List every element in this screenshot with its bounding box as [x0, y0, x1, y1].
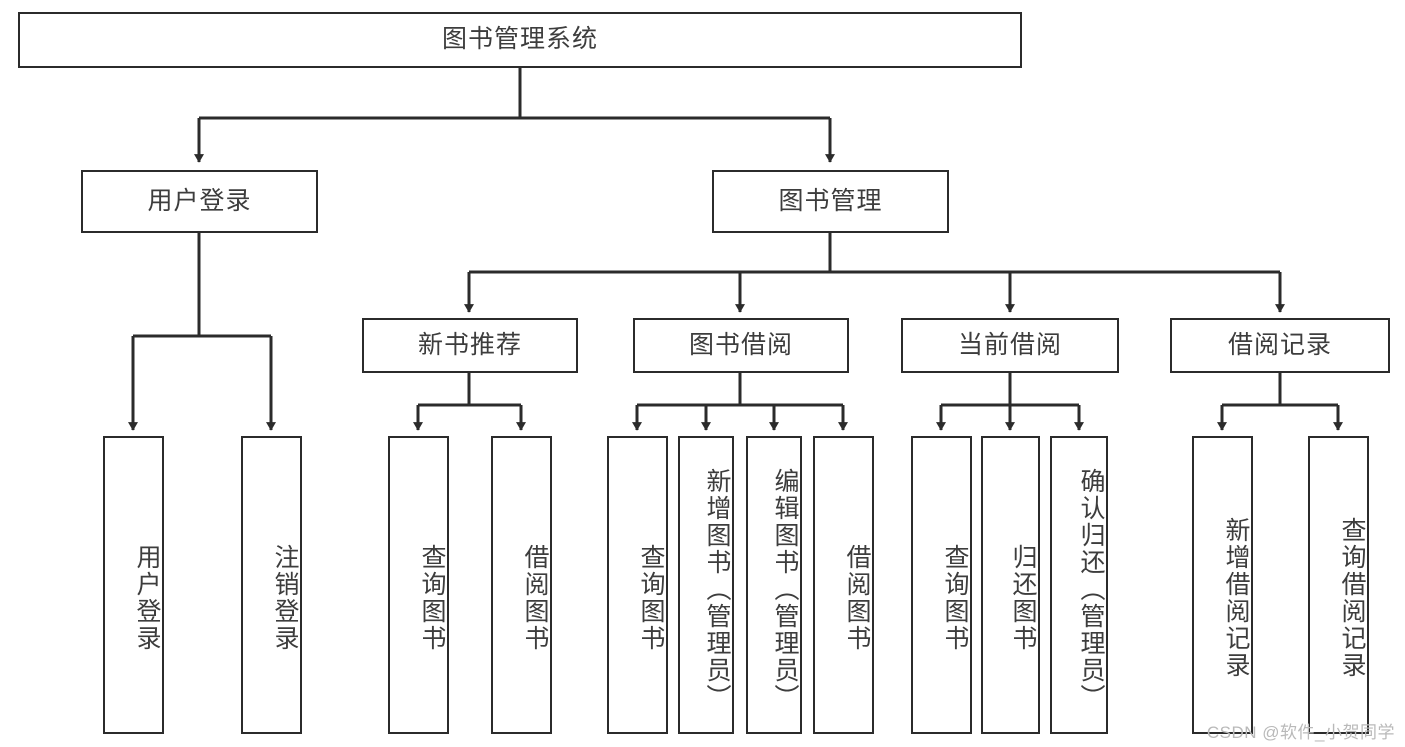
leaf-query-book-recommend[interactable]: 查询图书: [388, 436, 449, 734]
node-user-login[interactable]: 用户登录: [81, 170, 318, 233]
leaf-add-book-admin[interactable]: 新增图书（管理员）: [678, 436, 734, 734]
node-label: 新增借阅记录: [1222, 517, 1250, 679]
node-new-book-recommend[interactable]: 新书推荐: [362, 318, 578, 373]
node-label: 查询图书: [637, 544, 665, 652]
node-label: 借阅图书: [521, 544, 549, 652]
node-label: 注销登录: [271, 544, 299, 652]
leaf-return-book[interactable]: 归还图书: [981, 436, 1040, 734]
leaf-user-login[interactable]: 用户登录: [103, 436, 164, 734]
leaf-borrow-book-recommend[interactable]: 借阅图书: [491, 436, 552, 734]
leaf-logout-login[interactable]: 注销登录: [241, 436, 302, 734]
node-label: 新书推荐: [417, 330, 522, 359]
node-borrow-record[interactable]: 借阅记录: [1170, 318, 1390, 373]
node-label: 归还图书: [1009, 544, 1037, 652]
node-book-borrow[interactable]: 图书借阅: [633, 318, 849, 373]
leaf-add-borrow-record[interactable]: 新增借阅记录: [1192, 436, 1253, 734]
node-label: 图书管理系统: [441, 25, 598, 54]
node-label: 新增图书（管理员）: [703, 467, 731, 711]
leaf-edit-book-admin[interactable]: 编辑图书（管理员）: [746, 436, 802, 734]
node-label: 当前借阅: [957, 330, 1062, 359]
node-label: 查询借阅记录: [1338, 517, 1366, 679]
leaf-query-book-current[interactable]: 查询图书: [911, 436, 972, 734]
node-label: 借阅图书: [843, 544, 871, 652]
leaf-query-borrow-record[interactable]: 查询借阅记录: [1308, 436, 1369, 734]
node-label: 确认归还（管理员）: [1077, 467, 1105, 711]
node-label: 借阅记录: [1227, 330, 1332, 359]
leaf-borrow-book-borrow[interactable]: 借阅图书: [813, 436, 874, 734]
csdn-watermark: CSDN @软件_小贺同学: [1206, 723, 1395, 742]
node-label: 用户登录: [133, 544, 161, 652]
node-label: 查询图书: [418, 544, 446, 652]
node-label: 编辑图书（管理员）: [771, 467, 799, 711]
node-root-book-management-system[interactable]: 图书管理系统: [18, 12, 1022, 68]
leaf-confirm-return-admin[interactable]: 确认归还（管理员）: [1050, 436, 1108, 734]
leaf-query-book-borrow[interactable]: 查询图书: [607, 436, 668, 734]
node-label: 查询图书: [941, 544, 969, 652]
node-label: 图书管理: [778, 186, 883, 215]
node-book-management[interactable]: 图书管理: [712, 170, 949, 233]
node-label: 用户登录: [147, 186, 252, 215]
node-label: 图书借阅: [688, 330, 793, 359]
node-current-borrow[interactable]: 当前借阅: [901, 318, 1119, 373]
